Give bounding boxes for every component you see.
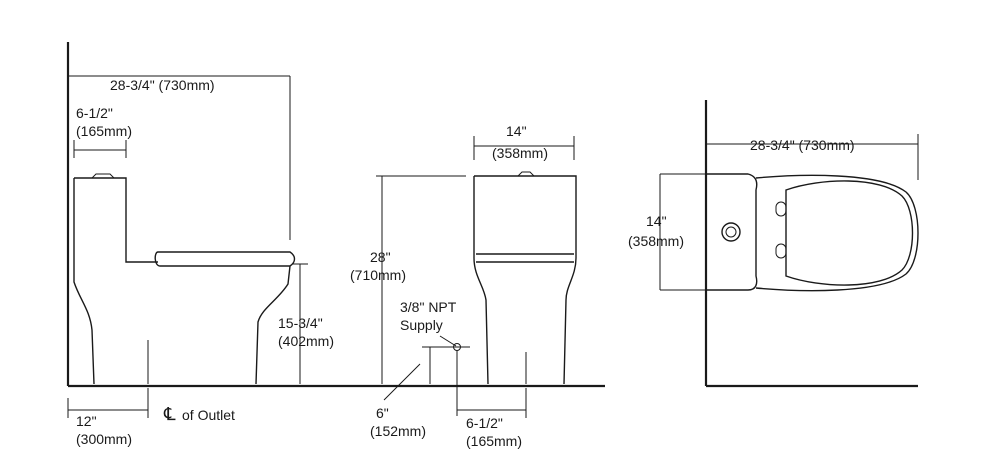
supply-height-in-label: 6" (376, 405, 389, 421)
flush-button-inner (725, 226, 737, 238)
centerline-symbol: ℄ (163, 404, 176, 424)
front-width-in-label: 14" (506, 123, 527, 139)
top-bowl-outline (755, 174, 919, 292)
top-width-in-label: 14" (646, 213, 667, 229)
supply-label-line1: 3/8" NPT (400, 299, 457, 315)
top-width-mm-label: (358mm) (628, 233, 684, 249)
top-tank-outline (706, 173, 758, 291)
supply-height-leader (383, 363, 421, 401)
top-view: 28-3/4" (730mm) 14" (358mm) (628, 100, 919, 388)
side-tank-lid (91, 173, 115, 179)
side-toilet-outline (73, 177, 296, 385)
flush-button-icon (721, 222, 741, 242)
front-width-mm-label: (358mm) (492, 145, 548, 161)
overall-depth-label: 28-3/4" (730mm) (110, 77, 215, 93)
rim-height-mm-label: (402mm) (278, 333, 334, 349)
outlet-label: of Outlet (182, 407, 235, 423)
front-height-in-label: 28" (370, 249, 391, 265)
front-toilet-outline (473, 175, 577, 385)
front-view: 14" (358mm) 28" (710mm) 3/8" NPT Supply … (350, 123, 577, 449)
supply-leader-line (439, 335, 457, 347)
rough-in-mm-label: (300mm) (76, 431, 132, 447)
top-hinge-lower (775, 243, 787, 259)
side-view: 28-3/4" (730mm) 6-1/2" (165mm) 15-3/4" (… (66, 42, 605, 447)
front-tank-lid (517, 171, 535, 177)
tank-depth-mm-label: (165mm) (76, 123, 132, 139)
tank-depth-in-label: 6-1/2" (76, 105, 113, 121)
supply-height-mm-label: (152mm) (370, 423, 426, 439)
top-hinge-upper (775, 201, 787, 217)
top-depth-label: 28-3/4" (730mm) (750, 137, 855, 153)
rough-in-in-label: 12" (76, 413, 97, 429)
top-seat-outline (785, 180, 914, 286)
front-height-mm-label: (710mm) (350, 267, 406, 283)
rim-height-in-label: 15-3/4" (278, 315, 323, 331)
supply-label-line2: Supply (400, 317, 443, 333)
supply-offset-mm-label: (165mm) (466, 433, 522, 449)
supply-offset-in-label: 6-1/2" (466, 415, 503, 431)
